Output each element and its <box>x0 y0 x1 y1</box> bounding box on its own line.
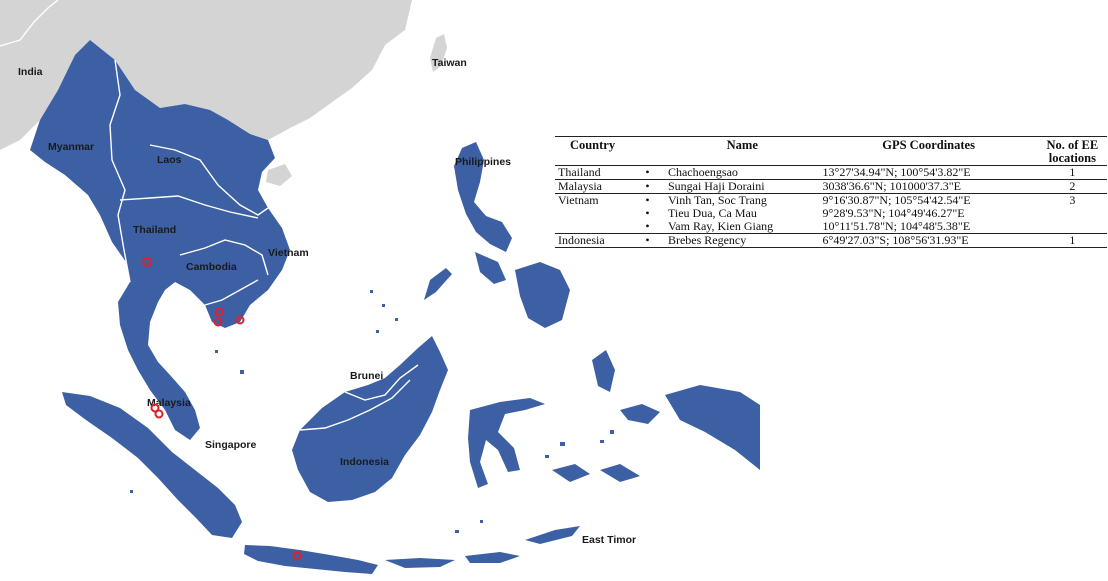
cell-country: Thailand <box>558 165 601 179</box>
cell-gps: 9°16'30.87"N; 105°54'42.54"E 9°28'9.53"N… <box>822 193 971 233</box>
cell-gps: 13°27'34.94"N; 100°54'3.82"E <box>822 165 971 179</box>
region-eastern-islands <box>552 350 760 482</box>
region-sulawesi <box>468 398 545 488</box>
land-china-india <box>0 0 412 150</box>
label-vietnam: Vietnam <box>268 247 309 259</box>
label-india: India <box>18 66 43 78</box>
region-mainland <box>30 40 290 440</box>
region-borneo <box>292 336 448 502</box>
table-row: Vietnam ••• Vinh Tan, Soc Trang Tieu Dua… <box>555 194 1107 234</box>
site-marker-indonesia <box>292 551 302 561</box>
site-marker-malaysia-2 <box>154 409 164 419</box>
site-markers <box>142 257 302 561</box>
sampling-sites-table: Country Name GPS Coordinates No. of EE l… <box>555 136 1107 248</box>
region-lesser-sunda <box>385 526 580 568</box>
small-islands <box>130 290 614 533</box>
cell-gps: 6°49'27.03"S; 108°56'31.93"E <box>822 233 969 247</box>
region-java <box>244 545 378 574</box>
header-count: No. of EE locations <box>1046 138 1099 165</box>
table-header-row: Country Name GPS Coordinates No. of EE l… <box>555 136 1107 166</box>
label-singapore: Singapore <box>205 439 257 451</box>
label-myanmar: Myanmar <box>48 141 94 153</box>
label-brunei: Brunei <box>350 370 383 382</box>
region-philippines <box>424 142 570 328</box>
cell-name: Brebes Regency <box>667 233 747 247</box>
table-row: Indonesia • Brebes Regency 6°49'27.03"S;… <box>555 234 1107 248</box>
cell-country: Indonesia <box>558 233 605 247</box>
label-cambodia: Cambodia <box>186 261 237 273</box>
table-row: Malaysia • Sungai Haji Doraini 3038'36.6… <box>555 180 1107 194</box>
label-indonesia: Indonesia <box>340 456 389 468</box>
cell-name: Sungai Haji Doraini <box>667 179 765 193</box>
cell-count: 3 <box>1069 193 1076 207</box>
cell-country: Vietnam <box>558 193 599 207</box>
site-marker-vietnam-1 <box>214 307 224 317</box>
header-country: Country <box>569 138 616 152</box>
cell-name: Vinh Tan, Soc Trang Tieu Dua, Ca Mau Vam… <box>667 193 774 233</box>
label-thailand: Thailand <box>133 224 176 236</box>
cell-gps: 3038'36.6"N; 101000'37.3"E <box>822 179 961 193</box>
table-row: Thailand • Chachoengsao 13°27'34.94"N; 1… <box>555 166 1107 180</box>
cell-country: Malaysia <box>558 179 602 193</box>
cell-count: 1 <box>1069 233 1076 247</box>
site-marker-malaysia-1 <box>150 403 160 413</box>
land-hainan <box>266 164 292 186</box>
cell-count: 2 <box>1069 179 1076 193</box>
region-sumatra <box>62 392 242 538</box>
label-malaysia: Malaysia <box>147 397 191 409</box>
land-taiwan <box>430 34 447 72</box>
site-marker-vietnam-3 <box>235 315 245 325</box>
country-borders <box>109 59 419 431</box>
cell-count: 1 <box>1069 165 1076 179</box>
header-gps: GPS Coordinates <box>882 138 975 152</box>
label-east-timor: East Timor <box>582 534 636 546</box>
site-marker-vietnam-2 <box>213 317 223 327</box>
label-laos: Laos <box>157 154 182 166</box>
cell-name: Chachoengsao <box>667 165 738 179</box>
header-name: Name <box>726 138 758 152</box>
border-line <box>0 0 59 47</box>
southeast-asia-map: India Taiwan Myanmar Laos Thailand Cambo… <box>0 0 760 574</box>
label-taiwan: Taiwan <box>432 57 467 69</box>
label-philippines: Philippines <box>455 156 511 168</box>
site-marker-thailand <box>142 257 152 267</box>
